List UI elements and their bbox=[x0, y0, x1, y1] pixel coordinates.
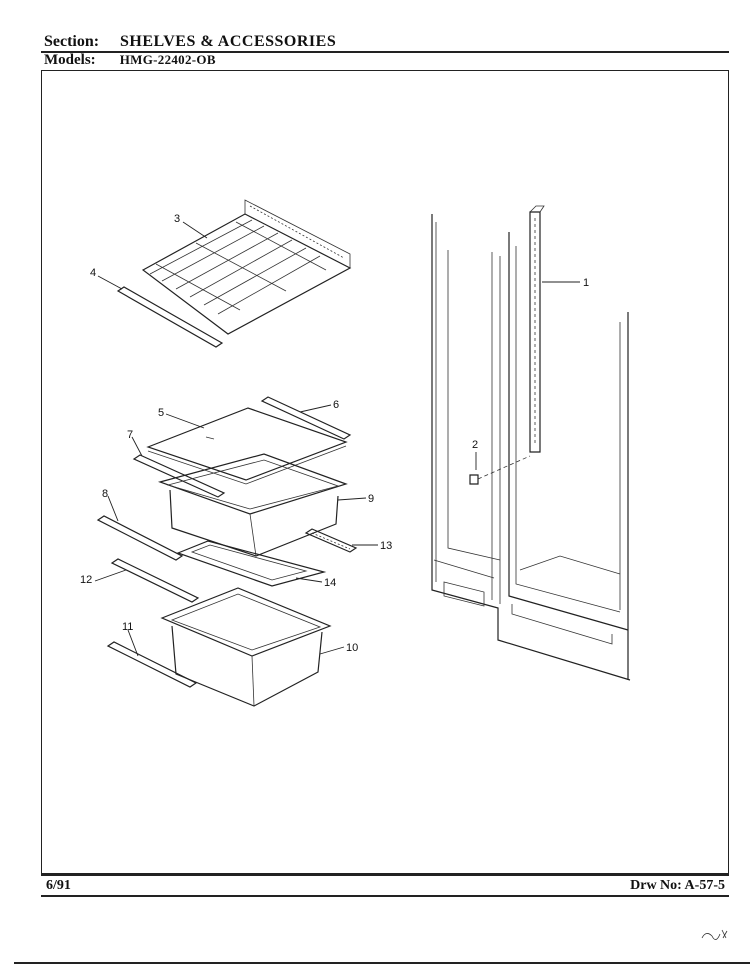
cabinet-liner bbox=[431, 214, 631, 681]
pan-rail bbox=[106, 641, 198, 688]
shelf-ladder-rail bbox=[529, 205, 545, 453]
models-row: Models: HMG-22402-OB bbox=[44, 52, 216, 69]
callout-9: 9 bbox=[368, 493, 374, 505]
section-label: Section: bbox=[44, 33, 100, 50]
glass-shelf-trim-front bbox=[132, 454, 226, 498]
callout-5: 5 bbox=[158, 407, 164, 419]
header-rule bbox=[41, 51, 729, 53]
models-label: Models: bbox=[44, 52, 96, 68]
callout-12: 12 bbox=[80, 574, 92, 586]
crisper-pan bbox=[157, 453, 348, 557]
mounting-screw bbox=[469, 455, 531, 485]
callout-7: 7 bbox=[127, 429, 133, 441]
deli-pan bbox=[160, 587, 332, 707]
model-number: HMG-22402-OB bbox=[119, 52, 216, 67]
callout-3: 3 bbox=[174, 213, 180, 225]
callout-13: 13 bbox=[380, 540, 392, 552]
callout-2: 2 bbox=[472, 439, 478, 451]
callout-6: 6 bbox=[333, 399, 339, 411]
callout-1: 1 bbox=[583, 277, 589, 289]
wire-shelf bbox=[141, 199, 352, 335]
footer-rule-top bbox=[41, 874, 729, 876]
callout-leaders bbox=[94, 221, 580, 657]
section-row: Section: SHELVES & ACCESSORIES bbox=[44, 33, 336, 51]
revision-date: 6/91 bbox=[46, 878, 71, 893]
shelf-front-trim bbox=[116, 286, 224, 348]
section-title: SHELVES & ACCESSORIES bbox=[120, 33, 337, 50]
drawing-number: Drw No: A-57-5 bbox=[630, 878, 725, 893]
page-bottom-rule bbox=[14, 962, 750, 964]
drawing-frame bbox=[41, 70, 729, 874]
lower-rail bbox=[110, 558, 200, 603]
crisper-rail-left bbox=[96, 515, 184, 561]
callout-8: 8 bbox=[102, 488, 108, 500]
glass-shelf bbox=[146, 407, 348, 485]
handwritten-mark bbox=[701, 929, 728, 940]
glass-shelf-trim-rear bbox=[260, 396, 352, 440]
crisper-rail-right bbox=[304, 528, 358, 553]
callout-14: 14 bbox=[324, 577, 336, 589]
callout-4: 4 bbox=[90, 267, 96, 279]
footer-rule-bottom bbox=[41, 895, 729, 897]
callout-10: 10 bbox=[346, 642, 358, 654]
callout-11: 11 bbox=[122, 621, 133, 633]
crisper-cover-frame bbox=[176, 540, 327, 587]
